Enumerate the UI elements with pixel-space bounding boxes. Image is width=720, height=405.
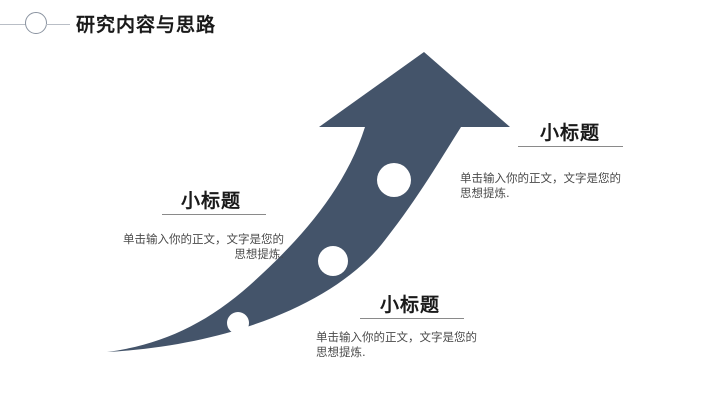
header-line-right bbox=[46, 24, 70, 25]
header-circle-icon bbox=[25, 12, 47, 34]
subtitle-rule bbox=[360, 318, 464, 319]
body-text: 单击输入你的正文，文字是您的 思想提炼. bbox=[123, 232, 284, 261]
page-title: 研究内容与思路 bbox=[76, 14, 217, 36]
body-text: 单击输入你的正文，文字是您的 思想提炼. bbox=[316, 330, 477, 359]
header-line-left bbox=[0, 24, 26, 25]
milestone-circle-icon bbox=[318, 246, 348, 276]
milestone-circle-icon bbox=[377, 163, 411, 197]
arrow-shape bbox=[107, 52, 510, 352]
subtitle: 小标题 bbox=[540, 122, 601, 144]
subtitle: 小标题 bbox=[380, 294, 441, 316]
subtitle-rule bbox=[162, 214, 266, 215]
subtitle: 小标题 bbox=[181, 190, 242, 212]
body-text: 单击输入你的正文，文字是您的 思想提炼. bbox=[460, 171, 621, 200]
milestone-circle-icon bbox=[227, 312, 249, 334]
subtitle-rule bbox=[518, 146, 623, 147]
